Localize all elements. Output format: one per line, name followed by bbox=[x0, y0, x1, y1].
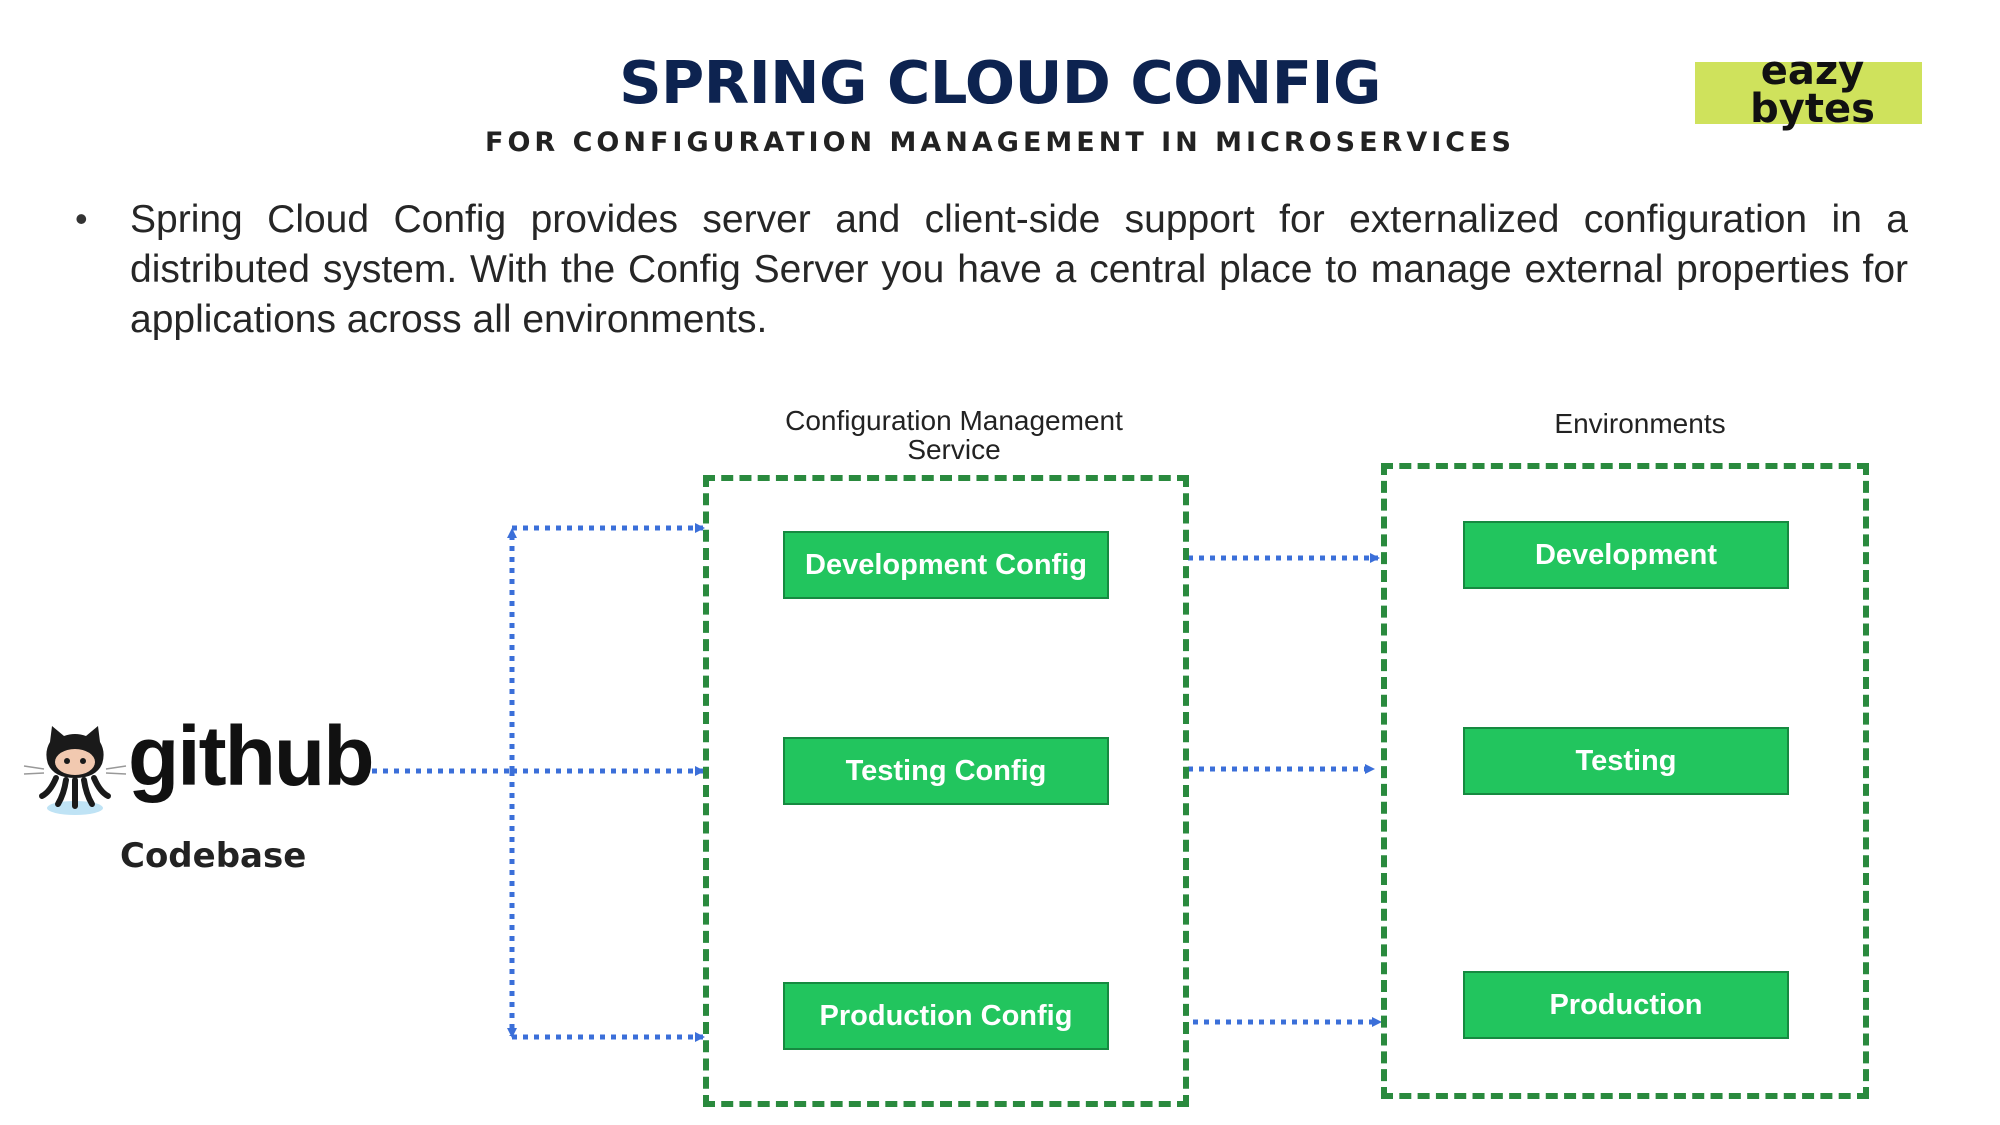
config-service-label: Configuration Management Service bbox=[785, 405, 1123, 465]
development-config-box: Development Config bbox=[783, 531, 1109, 599]
page-subtitle: FOR CONFIGURATION MANAGEMENT IN MICROSER… bbox=[485, 127, 1515, 158]
logo-background bbox=[1695, 62, 1922, 124]
testing-env-box: Testing bbox=[1463, 727, 1789, 795]
codebase-label: Codebase bbox=[120, 836, 307, 876]
environments-label: Environments bbox=[1554, 408, 1726, 439]
bullet-icon: • bbox=[75, 198, 88, 239]
testing-config-box: Testing Config bbox=[783, 737, 1109, 805]
development-env-box: Development bbox=[1463, 521, 1789, 589]
page-title: SPRING CLOUD CONFIG bbox=[619, 48, 1381, 117]
description-text: Spring Cloud Config provides server and … bbox=[130, 198, 1908, 341]
github-wordmark: github bbox=[128, 709, 375, 803]
production-env-box: Production bbox=[1463, 971, 1789, 1039]
octocat-icon bbox=[23, 726, 127, 815]
production-config-box: Production Config bbox=[783, 982, 1109, 1050]
environments-container bbox=[1381, 463, 1869, 1099]
eazybytes-logo: eazy bytes bbox=[1750, 48, 1875, 132]
config-service-container bbox=[703, 475, 1189, 1107]
